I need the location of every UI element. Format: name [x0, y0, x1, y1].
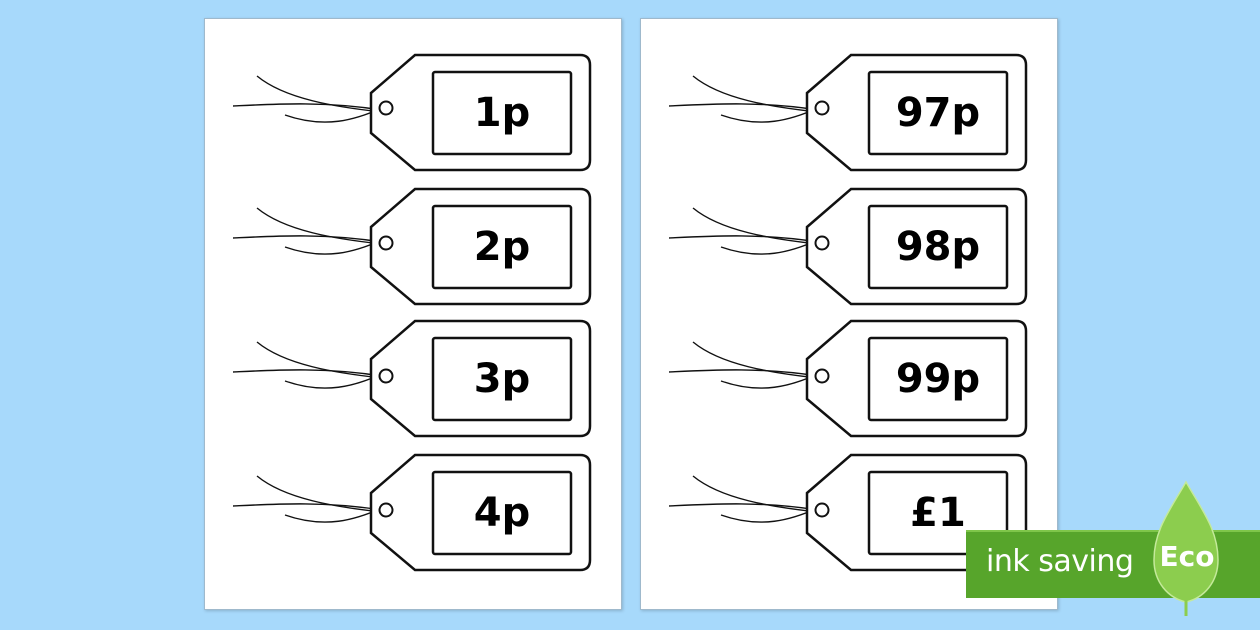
leaf-icon — [1153, 480, 1219, 616]
eco-logo-text: Eco — [1159, 540, 1215, 573]
left-tags-drawing — [232, 53, 592, 572]
price-label-1: 1p — [473, 90, 531, 136]
price-tag-2 — [232, 187, 592, 306]
price-label-97: 97p — [895, 90, 981, 136]
price-tag-4 — [232, 453, 592, 572]
price-tag-97 — [668, 53, 1028, 172]
price-tag-1 — [232, 53, 592, 172]
ink-saving-label: ink saving — [986, 544, 1134, 579]
price-label-pound: £1 — [910, 490, 966, 536]
price-label-99: 99p — [895, 356, 981, 402]
price-label-3: 3p — [473, 356, 531, 402]
price-tag-99 — [668, 319, 1028, 438]
ink-saving-banner: ink saving — [966, 530, 1260, 598]
right-sheet: 97p 98p 99p £1 — [640, 18, 1058, 610]
price-label-4: 4p — [473, 490, 531, 536]
left-sheet: 1p 2p 3p 4p — [204, 18, 622, 610]
price-label-2: 2p — [473, 224, 531, 270]
price-label-98: 98p — [895, 224, 981, 270]
price-tag-98 — [668, 187, 1028, 306]
price-tag-3 — [232, 319, 592, 438]
